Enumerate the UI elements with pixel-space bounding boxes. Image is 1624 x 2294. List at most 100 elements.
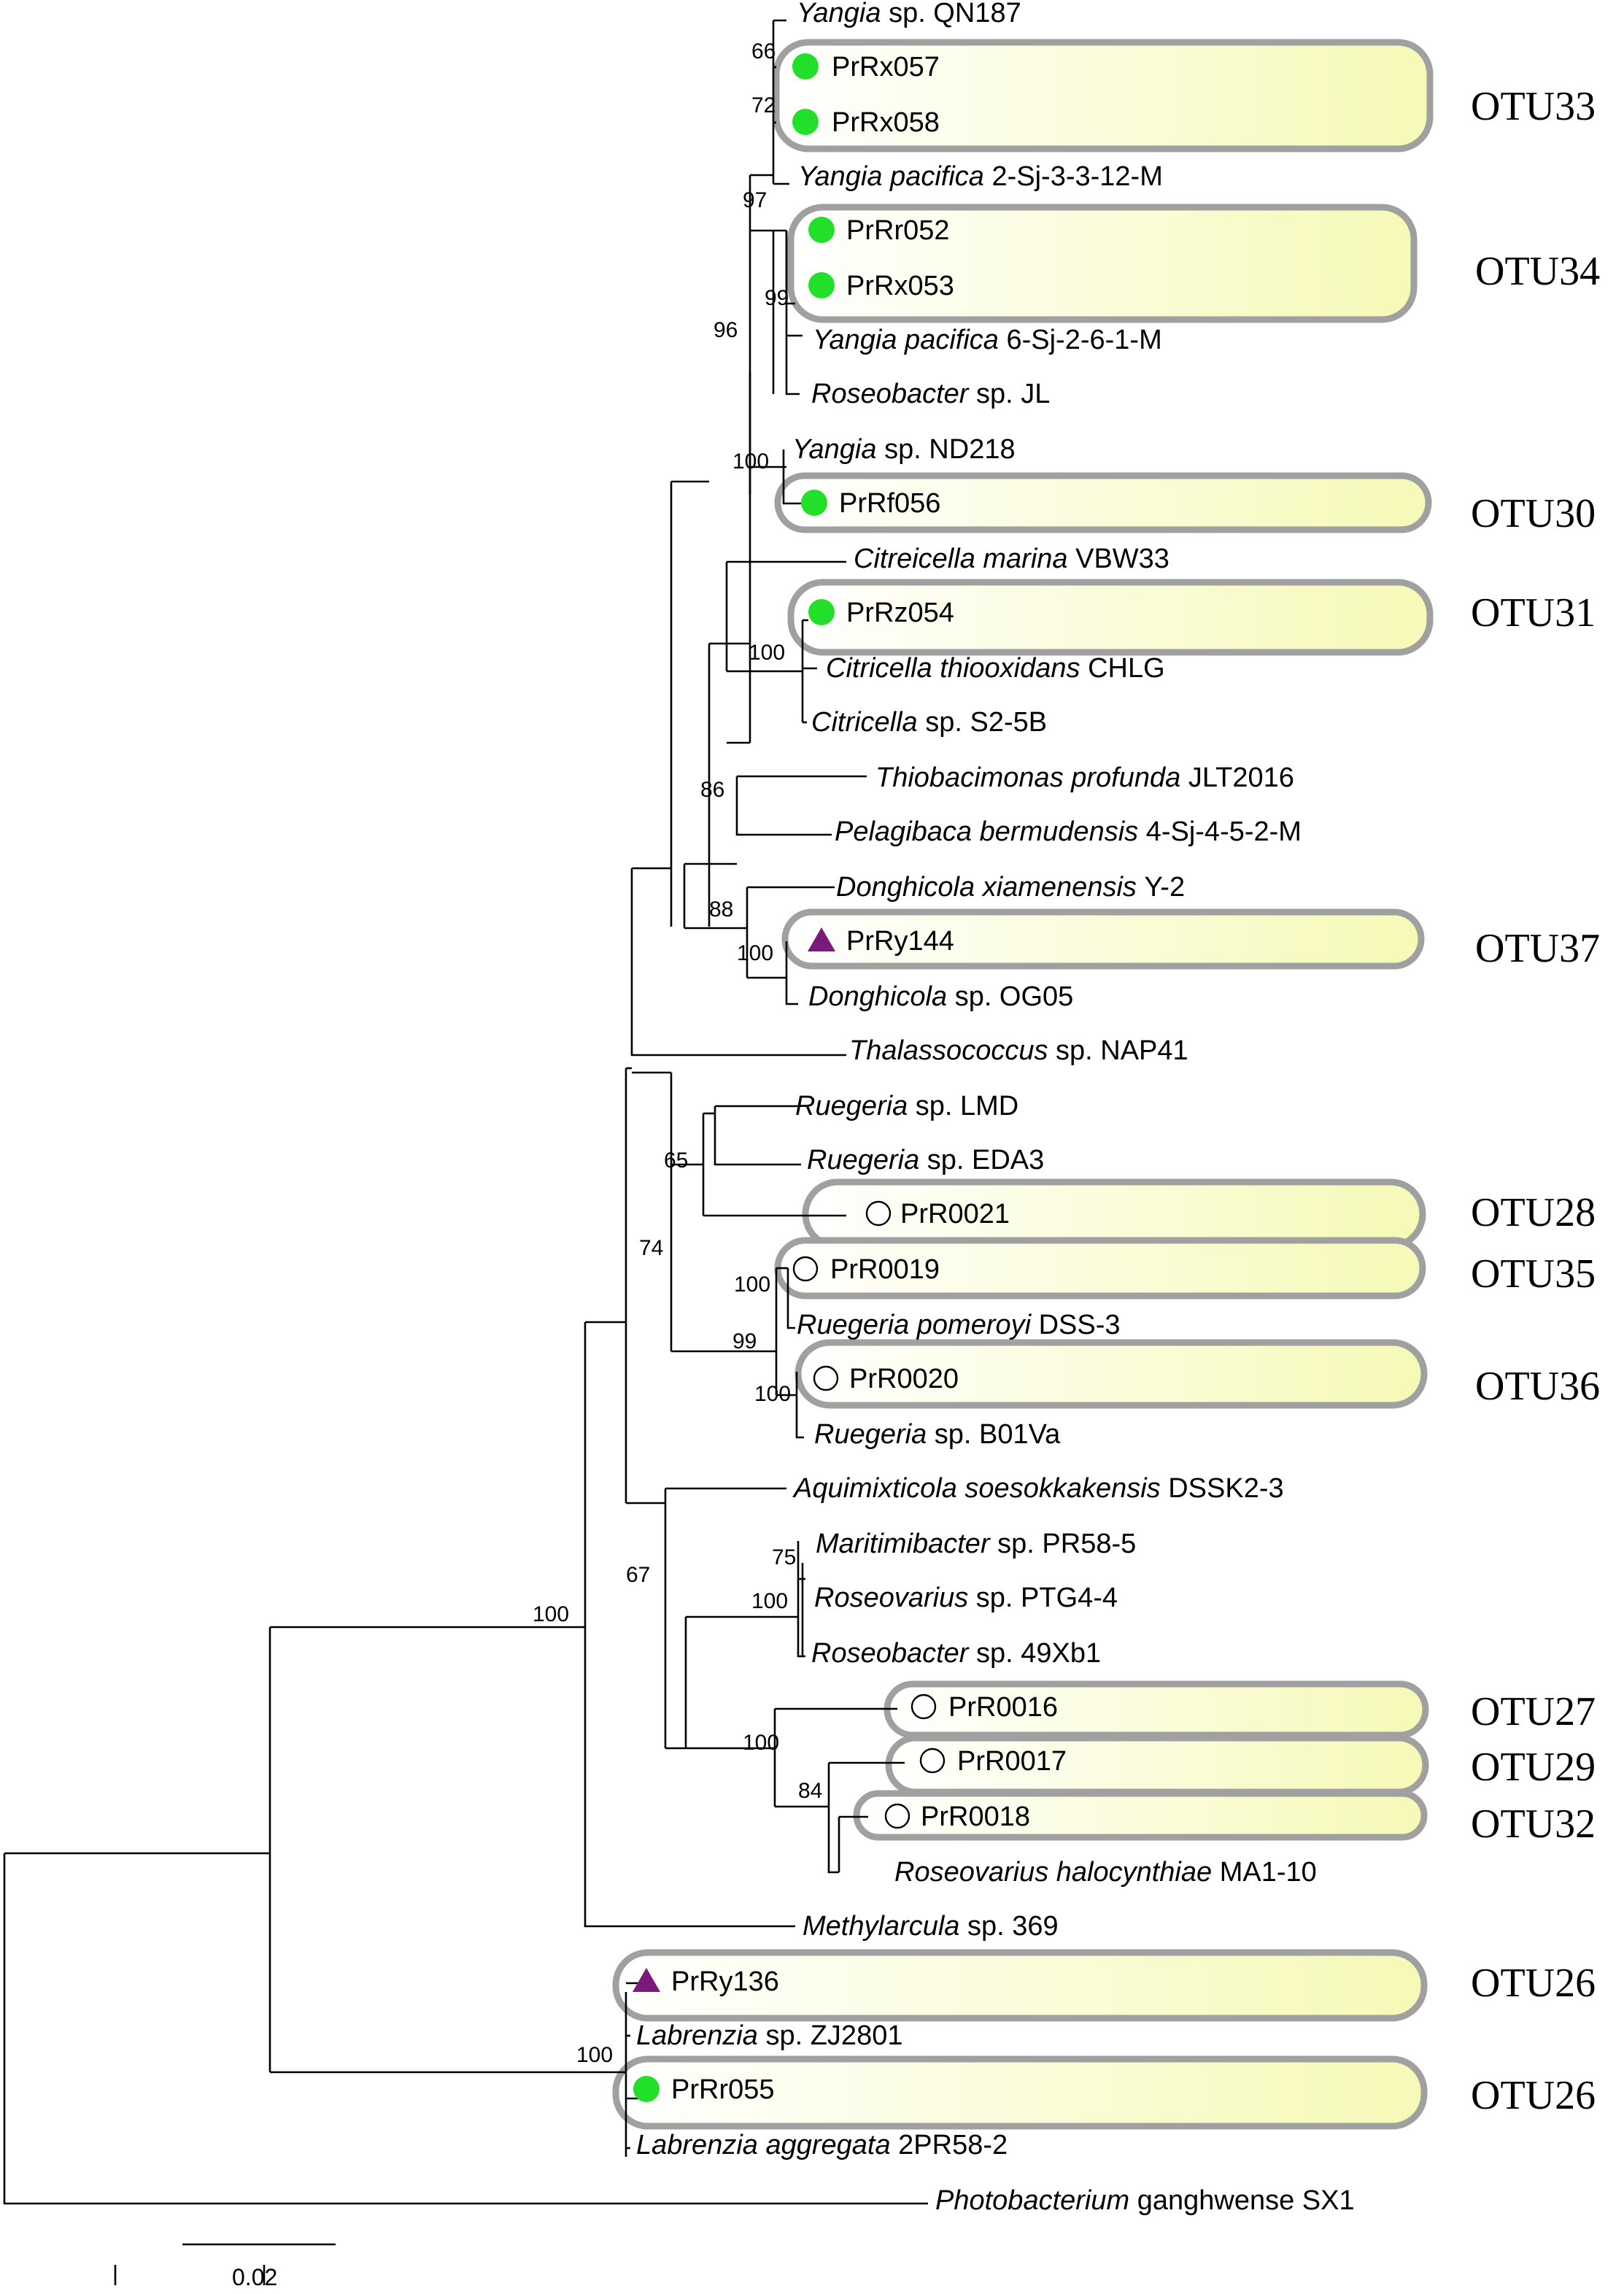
taxon-genus: Thiobacimonas profunda xyxy=(875,762,1188,793)
taxon-label: Photobacterium ganghwense SX1 xyxy=(935,2185,1355,2216)
taxon-genus: Labrenzia aggregata xyxy=(636,2130,898,2160)
otu-label: OTU29 xyxy=(1471,1745,1596,1790)
taxon-strain: sp. ND218 xyxy=(884,434,1016,465)
taxon-label: Yangia pacifica 6-Sj-2-6-1-M xyxy=(813,325,1162,355)
otu-label: OTU26 xyxy=(1471,1961,1596,2006)
otu-highlight-box xyxy=(802,1178,1426,1250)
taxon-strain: PrR0020 xyxy=(849,1364,959,1394)
open-circle-icon xyxy=(884,1803,910,1829)
taxon-strain: PrRy136 xyxy=(671,1966,779,1997)
taxon-label: Donghicola xiamenensis Y-2 xyxy=(836,872,1185,903)
otu-label: OTU36 xyxy=(1475,1364,1600,1409)
otu-label: OTU37 xyxy=(1475,926,1600,971)
taxon-genus: Photobacterium xyxy=(935,2185,1137,2216)
taxon-label: Ruegeria sp. EDA3 xyxy=(807,1145,1044,1175)
taxon-genus: Roseovarius xyxy=(814,1583,976,1613)
bootstrap-value: 66 xyxy=(751,39,776,63)
taxon-strain: PrRf056 xyxy=(839,488,940,519)
taxon-strain: PrR0018 xyxy=(921,1801,1030,1832)
taxon-strain: PrRy144 xyxy=(846,926,954,957)
tree-branches xyxy=(3,19,928,2205)
taxon-label: PrR0018 xyxy=(921,1801,1030,1832)
bootstrap-value: 100 xyxy=(749,641,785,665)
taxon-strain: VBW33 xyxy=(1075,544,1169,574)
taxon-label: Roseovarius sp. PTG4-4 xyxy=(814,1583,1118,1613)
taxon-genus: Ruegeria xyxy=(795,1091,916,1121)
bootstrap-value: 100 xyxy=(751,1589,788,1613)
taxon-label: Donghicola sp. OG05 xyxy=(808,981,1073,1012)
taxon-label: PrRr055 xyxy=(671,2074,775,2105)
otu-highlight-box xyxy=(781,908,1425,970)
taxon-label: Ruegeria sp. LMD xyxy=(795,1091,1018,1121)
taxon-label: PrR0016 xyxy=(948,1692,1058,1723)
taxon-genus: Yangia pacifica xyxy=(798,161,991,192)
taxon-label: PrR0021 xyxy=(900,1199,1010,1229)
taxon-genus: Ruegeria pomeroyi xyxy=(797,1310,1039,1340)
open-circle-icon xyxy=(813,1365,839,1391)
taxon-label: Citricella thiooxidans CHLG xyxy=(826,653,1165,684)
otu-label: OTU33 xyxy=(1471,84,1596,129)
otu-label: OTU31 xyxy=(1471,590,1596,636)
taxon-label: PrRx057 xyxy=(832,52,940,82)
taxon-strain: 4-Sj-4-5-2-M xyxy=(1146,816,1302,847)
taxon-label: PrR0017 xyxy=(957,1746,1067,1777)
open-circle-icon xyxy=(865,1200,892,1227)
green-circle-icon xyxy=(801,490,827,516)
taxon-label: Pelagibaca bermudensis 4-Sj-4-5-2-M xyxy=(835,816,1302,847)
taxon-label: Maritimibacter sp. PR58-5 xyxy=(816,1529,1136,1559)
bootstrap-value: 100 xyxy=(734,1272,770,1297)
taxon-strain: PrRr055 xyxy=(671,2074,775,2105)
taxon-strain: PrRz054 xyxy=(846,598,954,628)
taxon-markers xyxy=(633,53,946,2102)
taxon-genus: Roseobacter xyxy=(811,379,976,409)
otu-label: OTU26 xyxy=(1471,2073,1596,2118)
taxon-genus: Labrenzia xyxy=(636,2020,765,2051)
tree-branch xyxy=(782,449,801,505)
taxon-genus: Donghicola xyxy=(808,981,955,1012)
otu-label: OTU27 xyxy=(1471,1689,1596,1734)
taxon-genus: Aquimixticola soesokkakensis xyxy=(792,1473,1168,1504)
otu-highlight-box xyxy=(612,2055,1428,2130)
bootstrap-value: 99 xyxy=(732,1329,757,1353)
tree-branch xyxy=(795,1372,804,1439)
green-circle-icon xyxy=(808,217,835,243)
taxon-strain: sp. ZJ2801 xyxy=(765,2020,902,2051)
taxon-strain: PrR0019 xyxy=(830,1254,940,1285)
taxon-label: Roseovarius halocynthiae MA1-10 xyxy=(894,1857,1317,1888)
taxon-label: Labrenzia aggregata 2PR58-2 xyxy=(636,2130,1008,2160)
taxon-strain: sp. 369 xyxy=(967,1911,1059,1942)
otu-label: OTU35 xyxy=(1471,1251,1596,1297)
purple-triangle-icon xyxy=(633,1968,660,1992)
bootstrap-value: 100 xyxy=(732,449,769,474)
taxon-strain: PrR0016 xyxy=(948,1692,1058,1723)
taxon-genus: Pelagibaca bermudensis xyxy=(835,816,1146,847)
bootstrap-value: 65 xyxy=(664,1148,688,1173)
taxon-strain: PrR0021 xyxy=(900,1199,1010,1229)
tree-branch xyxy=(827,1763,839,1874)
bootstrap-value: 75 xyxy=(772,1545,796,1569)
otu-highlight-box xyxy=(853,1790,1428,1841)
taxon-label: PrRr052 xyxy=(846,215,950,246)
taxon-strain: sp. S2-5B xyxy=(925,707,1047,738)
otu-label: OTU34 xyxy=(1475,249,1600,294)
green-circle-icon xyxy=(808,272,835,298)
green-circle-icon xyxy=(633,2076,660,2102)
taxon-genus: Ruegeria xyxy=(814,1419,935,1450)
taxon-strain: MA1-10 xyxy=(1220,1857,1317,1888)
taxon-genus: Ruegeria xyxy=(807,1145,927,1175)
taxon-genus: Citricella thiooxidans xyxy=(826,653,1088,684)
taxon-strain: PrRx053 xyxy=(846,271,954,301)
taxon-genus: Yangia xyxy=(792,434,884,465)
bootstrap-value: 99 xyxy=(765,286,789,310)
bootstrap-value: 100 xyxy=(743,1731,779,1755)
taxon-strain: JLT2016 xyxy=(1188,762,1294,793)
taxon-label: Citricella sp. S2-5B xyxy=(811,707,1047,738)
taxon-label: PrRx058 xyxy=(832,107,940,138)
bootstrap-values: 6672979996100100868810065741009910067751… xyxy=(533,39,822,2067)
taxon-label: PrR0019 xyxy=(830,1254,940,1285)
bootstrap-value: 100 xyxy=(737,941,773,965)
scale-bar: 0.02 xyxy=(114,2243,336,2290)
otu-labels: OTU33OTU34OTU30OTU31OTU37OTU28OTU35OTU36… xyxy=(1471,84,1600,2118)
